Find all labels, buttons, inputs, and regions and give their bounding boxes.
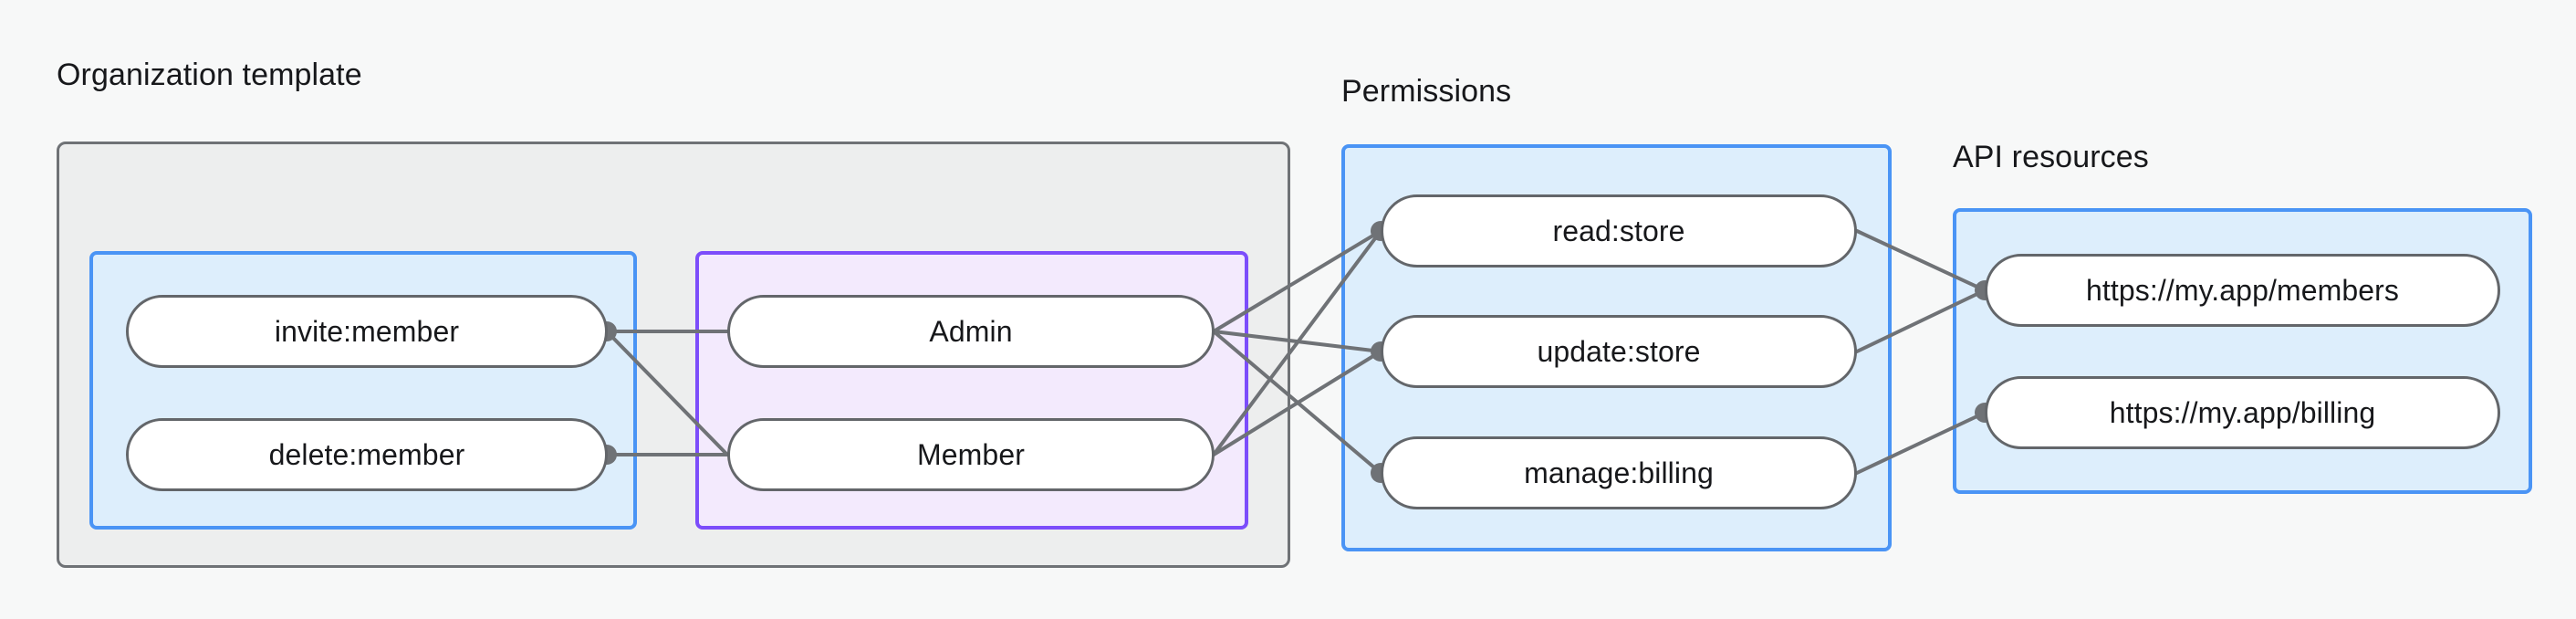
group-label-permissions: Permissions: [1341, 74, 1512, 109]
node-billing-resource[interactable]: https://my.app/billing: [1985, 376, 2500, 449]
node-manage-billing[interactable]: manage:billing: [1381, 436, 1857, 509]
node-read-store[interactable]: read:store: [1381, 194, 1857, 268]
node-delete-member[interactable]: delete:member: [126, 418, 608, 491]
node-member[interactable]: Member: [727, 418, 1215, 491]
group-label-api-resources: API resources: [1953, 140, 2149, 174]
group-label-organization-template: Organization template: [57, 58, 362, 92]
node-update-store[interactable]: update:store: [1381, 315, 1857, 388]
node-admin[interactable]: Admin: [727, 295, 1215, 368]
node-invite-member[interactable]: invite:member: [126, 295, 608, 368]
node-members-resource[interactable]: https://my.app/members: [1985, 254, 2500, 327]
group-api-resources: [1953, 208, 2532, 494]
